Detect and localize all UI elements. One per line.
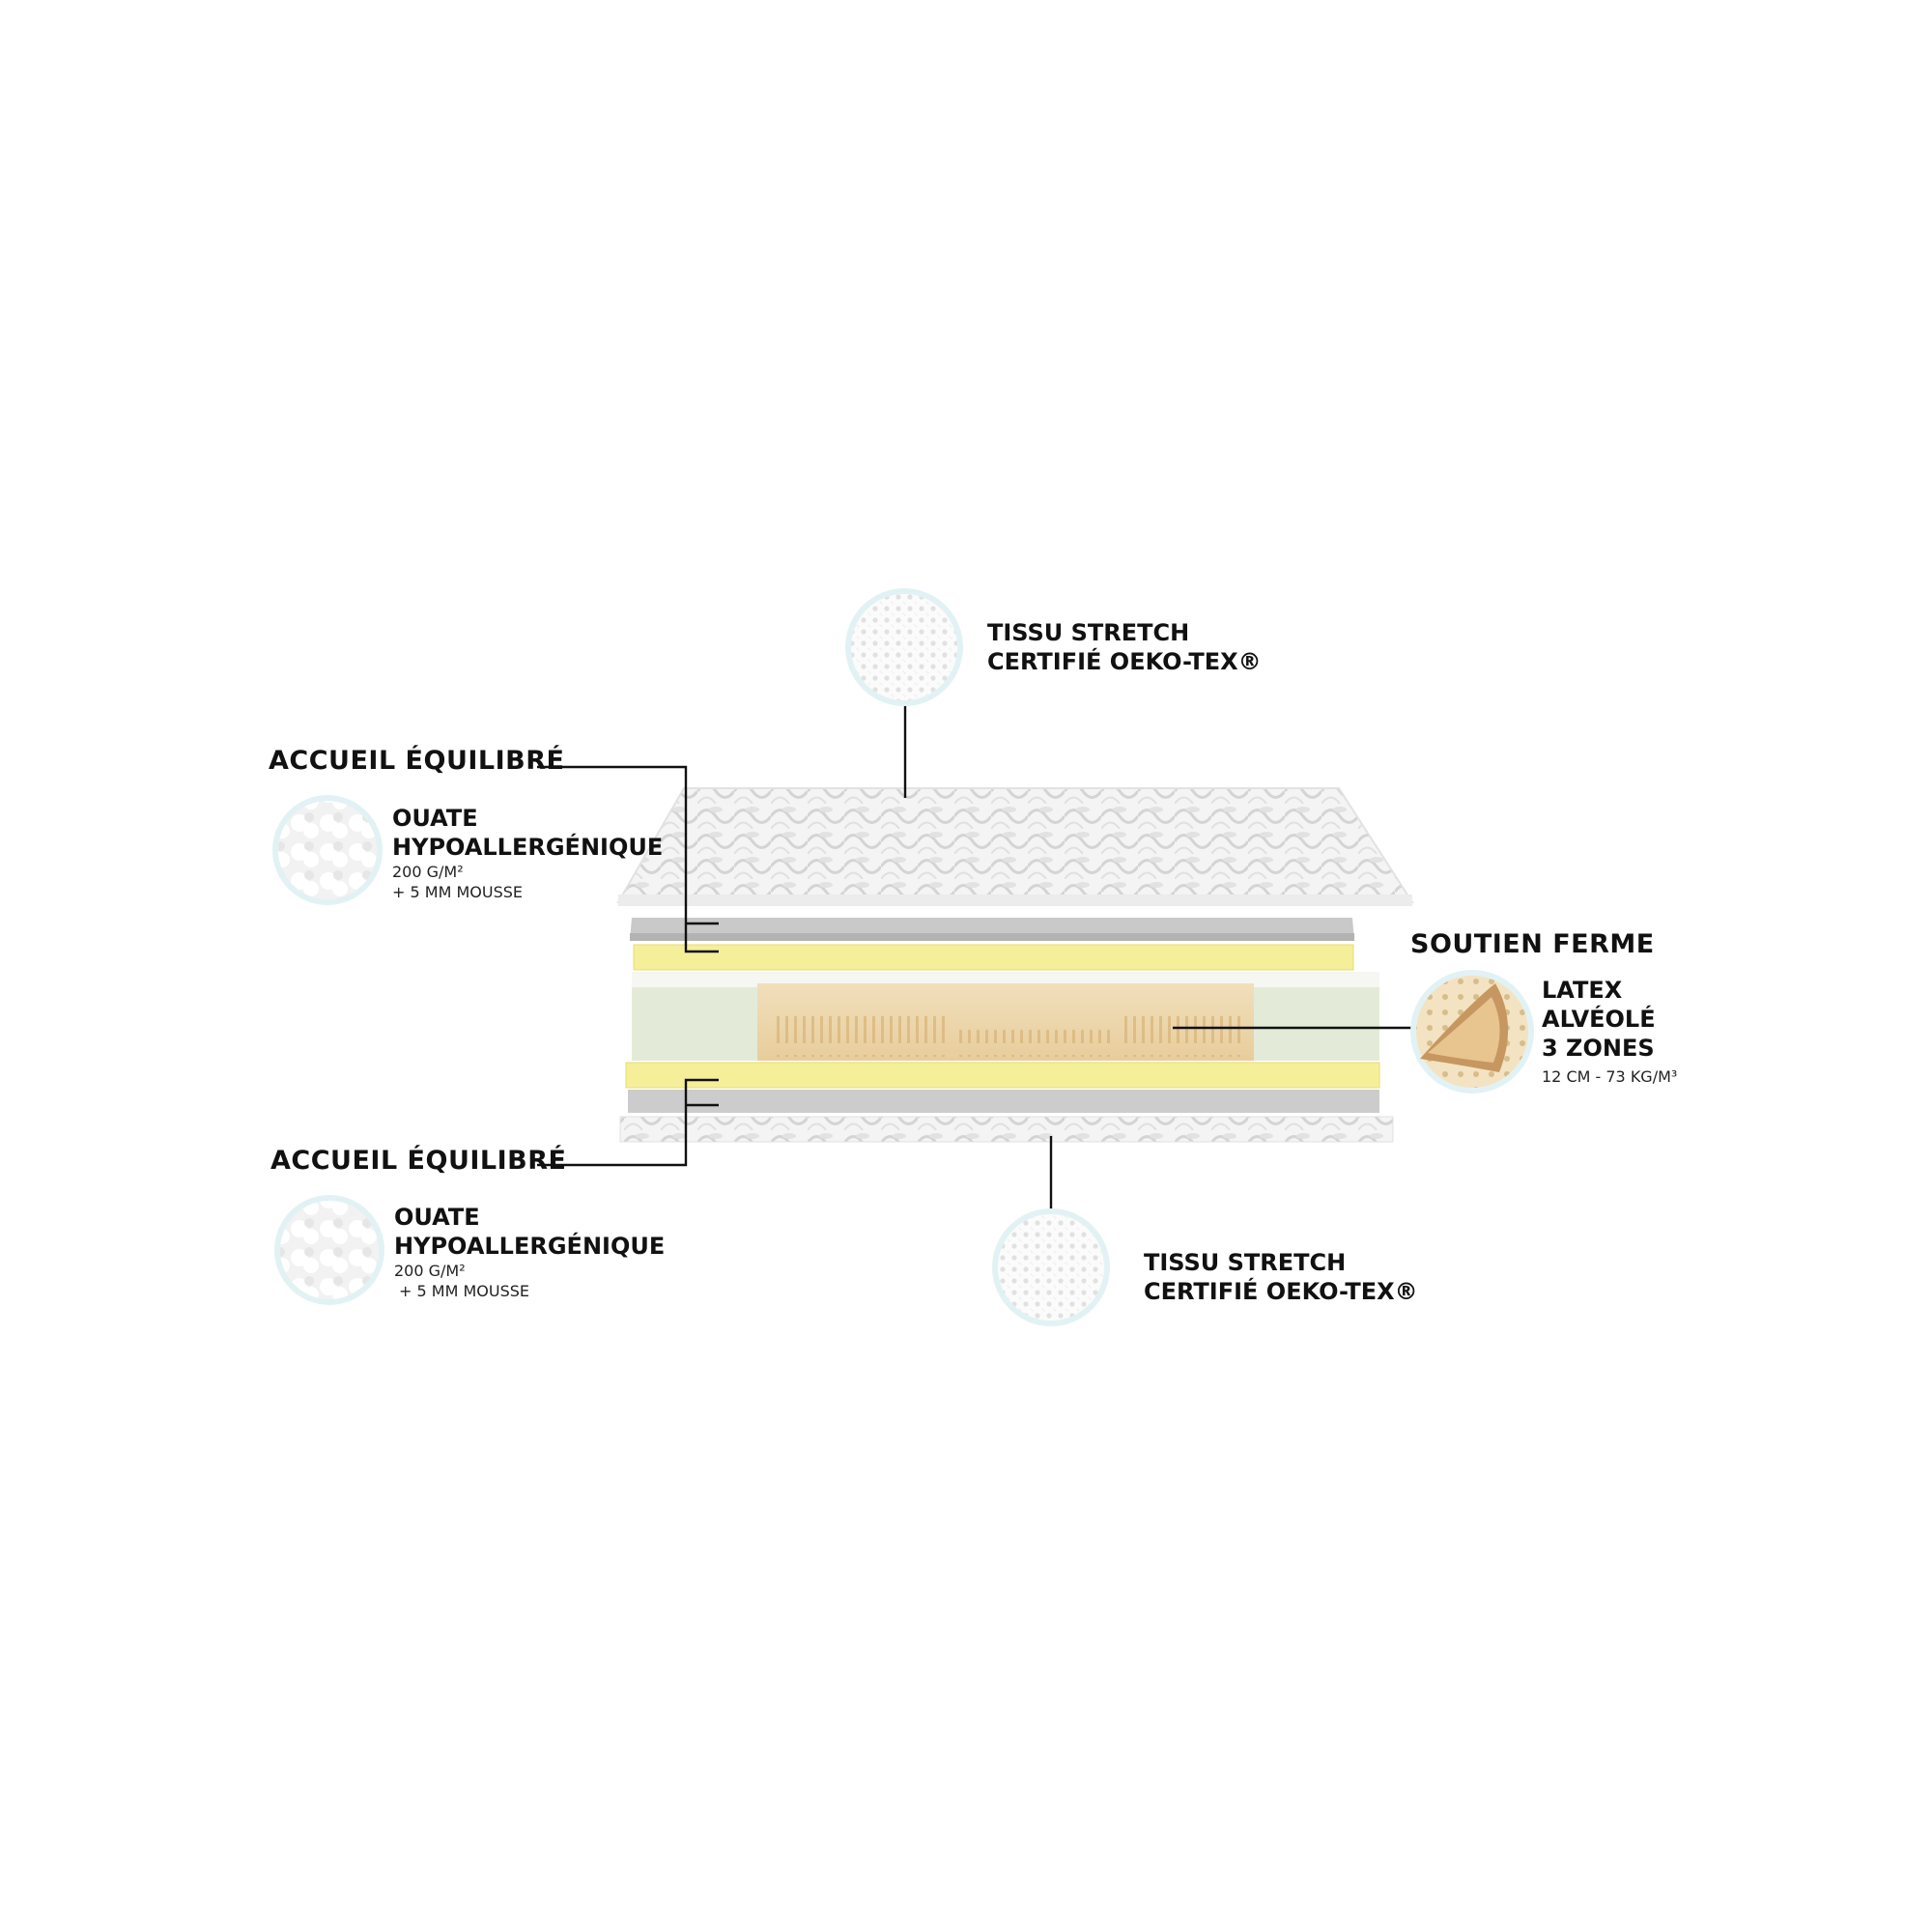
top-cover-label: TISSU STRETCH CERTIFIÉ OEKO-TEX®	[987, 618, 1262, 676]
bottom-fabric-swatch	[992, 1208, 1110, 1326]
support-heading: SOUTIEN FERME	[1410, 929, 1655, 959]
bottom-cover-line2: CERTIFIÉ OEKO-TEX®	[1144, 1278, 1418, 1305]
top-comfort-line1: OUATE	[392, 805, 478, 832]
top-yellow-foam	[633, 944, 1354, 971]
top-cover-line2: CERTIFIÉ OEKO-TEX®	[987, 648, 1262, 675]
bottom-wadding-swatch	[274, 1195, 384, 1305]
bottom-cover-layer	[619, 1116, 1394, 1143]
latex-swatch	[1410, 970, 1534, 1094]
bottom-comfort-label: OUATE HYPOALLERGÉNIQUE 200 G/M² + 5 MM M…	[394, 1203, 665, 1301]
bottom-comfort-heading: ACCUEIL ÉQUILIBRÉ	[270, 1146, 567, 1176]
top-comfort-detail2: + 5 MM MOUSSE	[392, 883, 523, 901]
top-cover-edge	[618, 895, 1412, 906]
bottom-yellow-foam	[625, 1062, 1380, 1089]
bottom-comfort-detail1: 200 G/M²	[394, 1262, 466, 1280]
bottom-cover-line1: TISSU STRETCH	[1144, 1249, 1347, 1276]
bottom-comfort-detail2: + 5 MM MOUSSE	[399, 1282, 529, 1300]
top-comfort-detail1: 200 G/M²	[392, 863, 464, 881]
bottom-comfort-line2: HYPOALLERGÉNIQUE	[394, 1233, 666, 1260]
connector-lines	[537, 701, 1426, 1209]
bottom-comfort-line1: OUATE	[394, 1204, 480, 1231]
support-label: LATEX ALVÉOLÉ 3 ZONES 12 CM - 73 KG/M³	[1542, 976, 1677, 1087]
top-wadding-swatch	[272, 795, 383, 905]
top-comfort-heading: ACCUEIL ÉQUILIBRÉ	[269, 746, 565, 776]
support-line3: 3 ZONES	[1542, 1035, 1655, 1062]
support-line1: LATEX	[1542, 977, 1623, 1004]
top-comfort-label: OUATE HYPOALLERGÉNIQUE 200 G/M² + 5 MM M…	[392, 804, 663, 902]
top-cover-line1: TISSU STRETCH	[987, 619, 1190, 646]
support-line2: ALVÉOLÉ	[1542, 1006, 1656, 1033]
bottom-cover-label: TISSU STRETCH CERTIFIÉ OEKO-TEX®	[1144, 1248, 1418, 1306]
top-fabric-swatch	[845, 588, 963, 706]
bottom-grey-layer	[628, 1090, 1379, 1113]
support-detail: 12 CM - 73 KG/M³	[1542, 1067, 1678, 1086]
top-comfort-line2: HYPOALLERGÉNIQUE	[392, 834, 664, 861]
top-cover-layer	[616, 787, 1414, 903]
